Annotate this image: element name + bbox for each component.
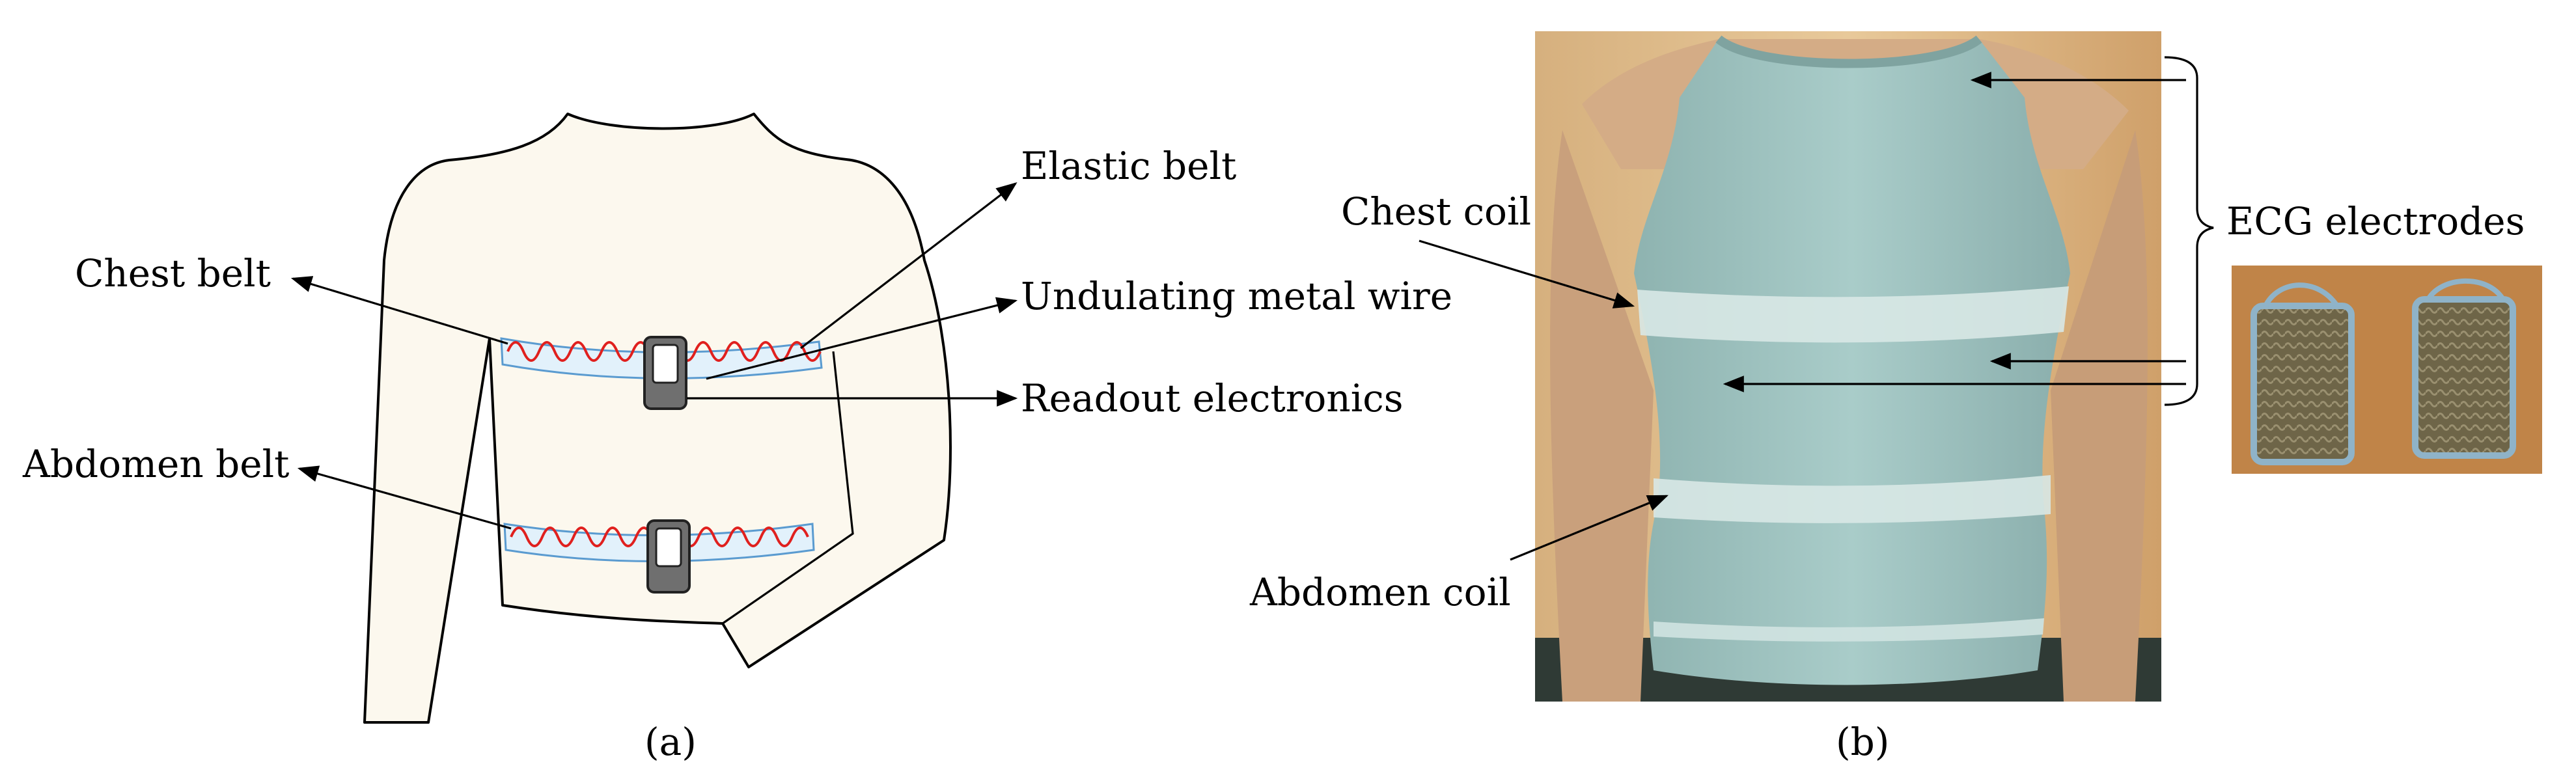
undulating-wire-label: Undulating metal wire <box>1021 274 1452 318</box>
chest-readout-device <box>643 336 687 410</box>
abdomen-readout-device <box>646 519 691 594</box>
torso-outline <box>363 113 952 724</box>
chest-coil-label: Chest coil <box>1341 189 1531 234</box>
knitted-shirt <box>1634 39 2070 685</box>
wire-leader <box>706 297 1018 380</box>
ecg-electrodes-inset <box>2232 266 2542 474</box>
ecg-bracket <box>2164 56 2214 406</box>
abdomen-coil-band <box>1654 475 2051 523</box>
abdomen-coil-leader <box>1510 495 1669 561</box>
chest-coil-leader <box>1419 239 1635 308</box>
left-arm <box>1550 130 1654 702</box>
chest-belt-label: Chest belt <box>75 251 271 295</box>
ecg-electrode-right <box>2412 296 2516 459</box>
panel-a-caption: (a) <box>644 720 697 764</box>
elastic-belt-leader <box>800 182 1018 349</box>
panel-b-caption: (b) <box>1836 720 1889 764</box>
chest-belt-leader <box>290 276 508 345</box>
ecg-electrode-left <box>2251 303 2355 465</box>
readout-electronics-label: Readout electronics <box>1021 376 1404 420</box>
elastic-belt-label: Elastic belt <box>1021 144 1236 188</box>
abdomen-belt-leader <box>297 465 512 530</box>
right-arm <box>2051 130 2148 702</box>
abdomen-belt <box>503 519 815 594</box>
right-arm-line <box>722 351 854 625</box>
ecg-electrodes-label: ECG electrodes <box>2226 199 2525 243</box>
abdomen-coil-label: Abdomen coil <box>1249 570 1511 614</box>
chest-belt <box>500 336 823 410</box>
panel-a-diagram: Chest belt Abdomen belt Elastic belt Und… <box>22 113 1452 764</box>
panel-b-photo: Chest coil Abdomen coil ECG electrodes (… <box>1249 31 2542 764</box>
chest-coil-band <box>1637 286 2069 343</box>
abdomen-belt-label: Abdomen belt <box>22 442 289 486</box>
